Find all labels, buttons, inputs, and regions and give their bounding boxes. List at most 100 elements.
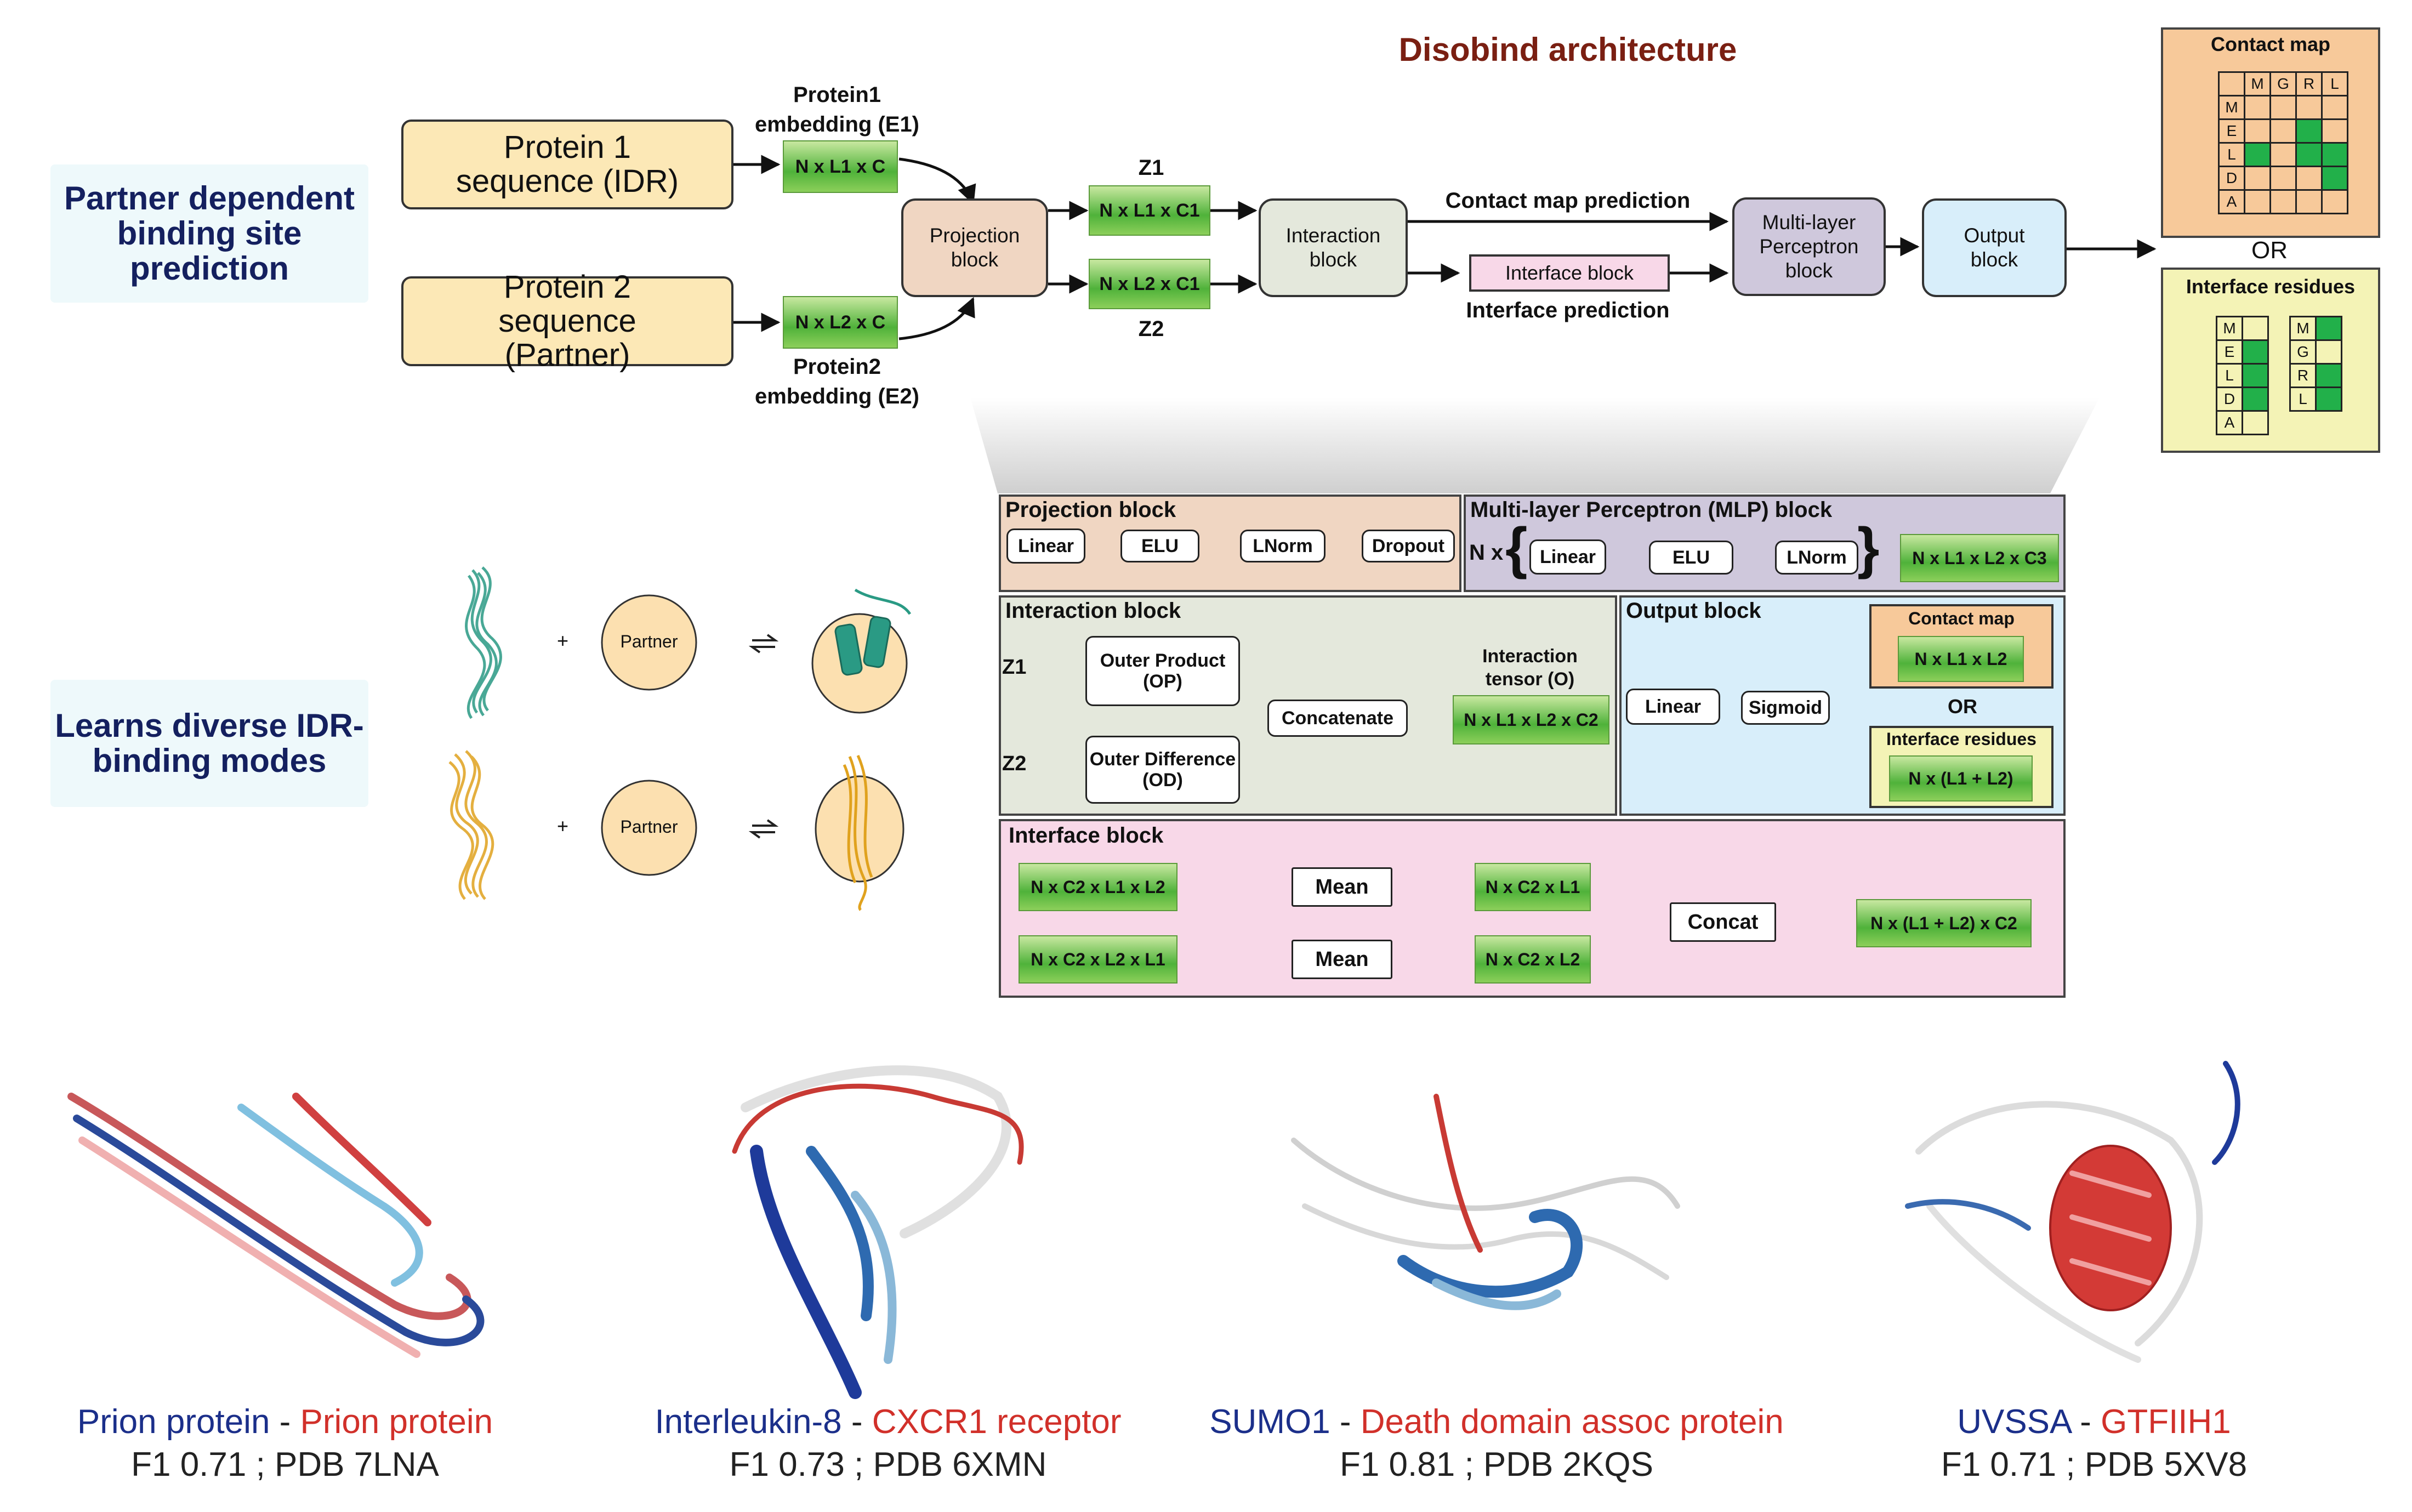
grid-col: R [2289,363,2317,388]
mlp-block: Multi-layer Perceptron block [1732,197,1886,296]
proj-dropout: Dropout [1362,530,1455,562]
interface-block-flow: Interface block [1469,254,1670,292]
side-label-partner-dependent: Partner dependent binding site predictio… [50,164,368,303]
mlp-brace-close: } [1857,516,1880,580]
example-4-sep: - [2070,1403,2101,1441]
embedding1-label: Protein1 embedding (E1) [754,83,920,137]
protein1-sequence-box: Protein 1 sequence (IDR) [401,120,733,209]
interaction-block: Interaction block [1259,198,1408,297]
embedding1-shape: N x L1 x C [783,140,898,193]
example-1-stats: F1 0.71 ; PDB 7LNA [131,1446,439,1483]
grid-col: G [2289,339,2317,365]
interface-partner-column: M G R L [2289,316,2342,412]
mlp-elu: ELU [1649,541,1733,575]
example-2-idr: Interleukin-8 [655,1403,842,1441]
partner-label-gold: Partner [620,817,678,837]
example-3-stats: F1 0.81 ; PDB 2KQS [1339,1446,1654,1483]
example-4-partner: GTFIIH1 [2101,1403,2231,1441]
structure-uvssa [1905,1061,2240,1363]
teal-bound-helix [834,616,891,676]
z1-shape: N x L1 x C1 [1089,185,1210,236]
grid-row: D [2216,386,2243,412]
grid-col: M [2289,316,2317,341]
grid-row: D [2218,166,2245,191]
teal-idr-ensemble [465,566,502,719]
side-label-diverse-modes: Learns diverse IDR-binding modes [50,680,368,807]
grid-row: L [2218,142,2245,167]
out-linear: Linear [1626,689,1720,725]
interaction-output-shape: N x L1 x L2 x C2 [1453,695,1609,744]
gold-bound-ensemble [843,754,873,911]
example-2-sep: - [841,1403,872,1441]
interface-residues-legend-title: Interface residues [2186,275,2356,298]
proj-lnorm: LNorm [1240,530,1326,562]
z1-label: Z1 [1138,156,1164,180]
int-z2: Z2 [1002,752,1027,775]
projection-detail-title: Projection block [1005,498,1176,522]
out-contact-title: Contact map [1908,609,2015,628]
grid-row: L [2216,363,2243,388]
out-interface-shape: N x (L1 + L2) [1889,755,2033,802]
contact-map-prediction-label: Contact map prediction [1445,189,1691,213]
equilibrium-arrows [748,634,779,839]
structure-sumo1 [1291,1094,1680,1310]
mlp-detail-title: Multi-layer Perceptron (MLP) block [1470,498,1833,522]
legend-or: OR [2251,237,2288,264]
interface-detail-title: Interface block [1009,823,1164,848]
embedding2-shape: N x L2 x C [783,296,898,349]
example-3-idr: SUMO1 [1209,1403,1330,1441]
mlp-brace-open: { [1505,516,1528,580]
concatenate-box: Concatenate [1267,700,1408,737]
if-mid1-shape: N x C2 x L1 [1475,863,1591,911]
if-concat: Concat [1670,902,1776,942]
grid-col: R [2295,71,2323,96]
out-or: OR [1948,695,1977,718]
z2-label: Z2 [1138,317,1164,341]
grid-col: G [2269,71,2297,96]
interface-residues-legend: Interface residues M E L D A M G R L [2161,268,2380,453]
grid-row: M [2216,316,2243,341]
mlp-linear: Linear [1529,539,1606,575]
grid-row: A [2216,410,2243,435]
example-2-partner: CXCR1 receptor [872,1403,1122,1441]
if-output-shape: N x (L1 + L2) x C2 [1856,899,2032,947]
contact-map-legend-title: Contact map [2210,33,2331,55]
protein1-sequence-label: Protein 1 sequence (IDR) [456,129,679,199]
zoom-fan [970,397,2100,493]
example-1-partner: Prion protein [300,1403,493,1441]
grid-col: M [2244,71,2271,96]
if-mean-1: Mean [1292,867,1392,907]
grid-row: A [2218,189,2245,214]
z2-shape: N x L2 x C1 [1089,259,1210,309]
example-3-partner: Death domain assoc protein [1360,1403,1784,1441]
example-4-stats: F1 0.71 ; PDB 5XV8 [1941,1446,2248,1483]
proj-linear: Linear [1006,528,1085,564]
structure-prion [67,1093,485,1358]
plus-gold: + [557,815,569,837]
protein2-sequence-box: Protein 2 sequence (Partner) [401,270,733,372]
plus-teal: + [557,629,569,652]
interaction-detail-title: Interaction block [1005,599,1181,623]
grid-col: L [2321,71,2348,96]
grid-row: E [2216,339,2243,365]
out-interface-title: Interface residues [1886,729,2036,749]
example-2-stats: F1 0.73 ; PDB 6XMN [729,1446,1047,1483]
mlp-lnorm: LNorm [1775,541,1858,575]
example-4-idr: UVSSA [1957,1403,2070,1441]
outer-product-box: Outer Product (OP) [1085,636,1240,706]
projection-block: Projection block [901,198,1048,297]
structure-il8 [732,1065,1024,1399]
grid-row: M [2218,95,2245,120]
example-3-title: SUMO1 - Death domain assoc protein [1195,1402,1798,1441]
interface-prediction-label: Interface prediction [1466,298,1670,322]
mlp-output-shape: N x L1 x L2 x C3 [1900,534,2059,582]
example-3-sep: - [1330,1403,1361,1441]
gold-idr-ensemble [448,750,494,900]
protein2-sequence-label: Protein 2 sequence (Partner) [498,269,636,373]
if-mid2-shape: N x C2 x L2 [1475,935,1591,984]
grid-col: L [2289,386,2317,412]
